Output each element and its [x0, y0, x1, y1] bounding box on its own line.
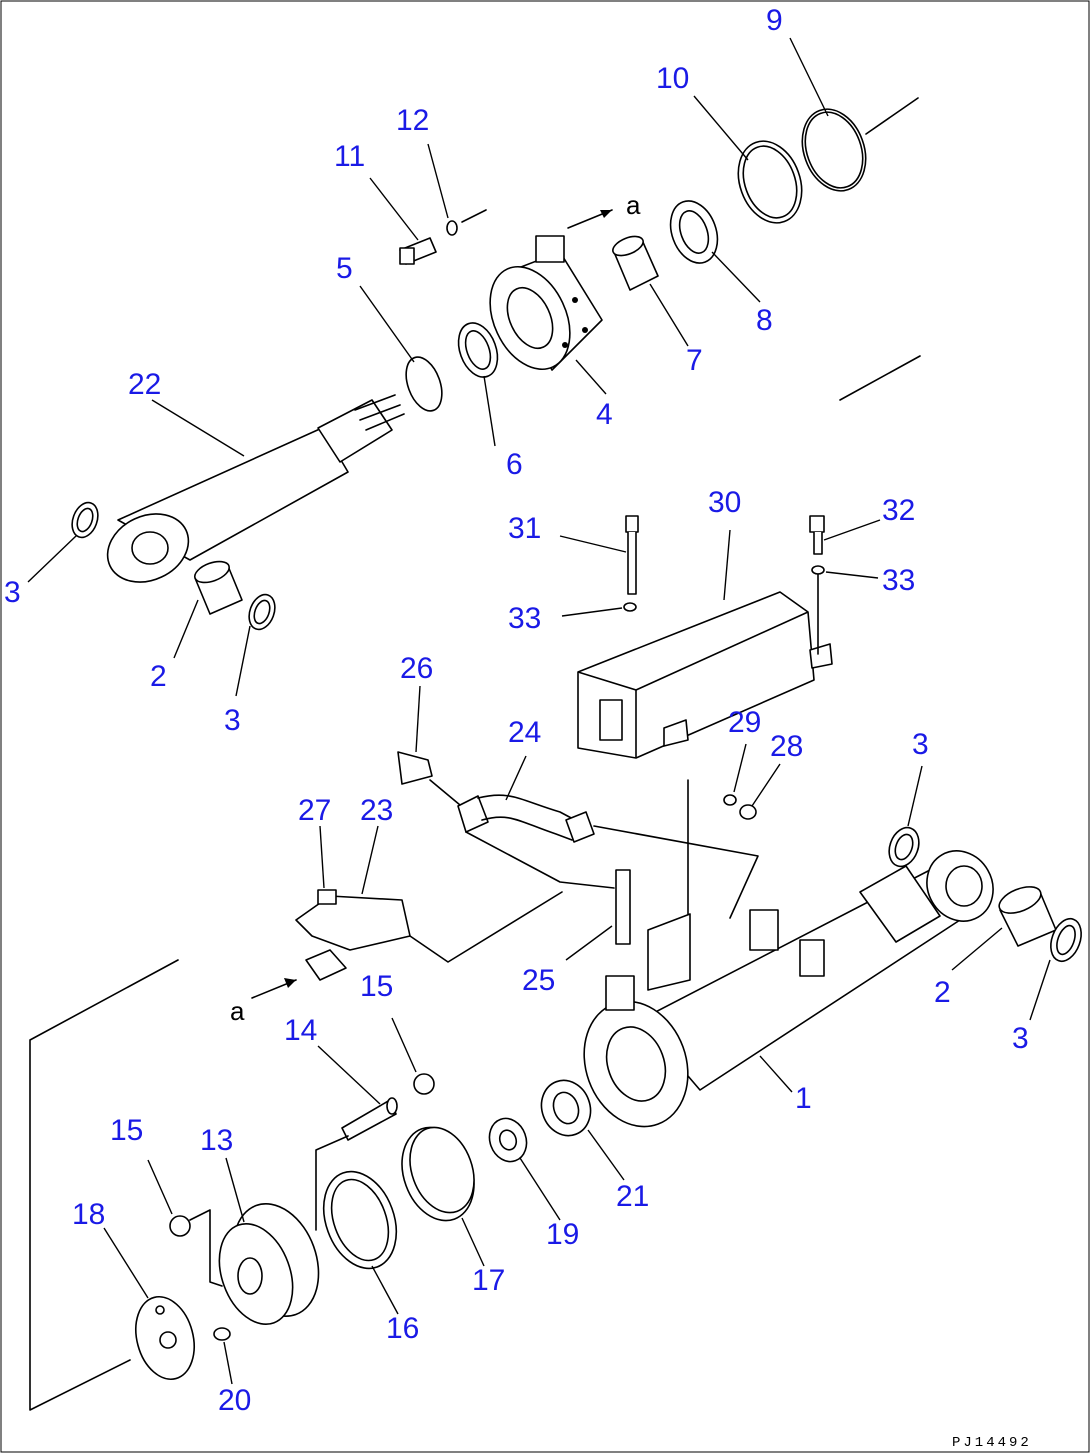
view-letter-upper: a [626, 190, 641, 220]
axis-line-bolt [461, 209, 487, 223]
cylinder-tube-1 [583, 850, 994, 1128]
callout-25: 25 [522, 964, 555, 997]
callout-13: 13 [200, 1124, 233, 1157]
callout-30: 30 [708, 486, 741, 519]
callout-18: 18 [72, 1198, 105, 1231]
callout-3-tube-right: 3 [1012, 1022, 1029, 1055]
callout-29: 29 [728, 706, 761, 739]
callout-16: 16 [386, 1312, 419, 1345]
piston-ring-16 [322, 1170, 398, 1270]
cylinder-head-4 [489, 235, 603, 371]
callout-2-tube: 2 [934, 976, 951, 1009]
callout-27: 27 [298, 794, 331, 827]
piston-rod-22 [106, 394, 405, 583]
bushing-2b [998, 886, 1057, 947]
bolt-11 [399, 237, 437, 265]
dust-seal-3a [71, 501, 99, 539]
bushing-2a [194, 560, 243, 615]
bolt-31 [625, 515, 639, 595]
callout-3-rod-right: 3 [224, 704, 241, 737]
callout-14: 14 [284, 1014, 317, 1047]
callout-28: 28 [770, 730, 803, 763]
callout-24: 24 [508, 716, 541, 749]
bushing-6 [457, 322, 499, 378]
callout-3-tube-top: 3 [912, 728, 929, 761]
callout-33-left: 33 [508, 602, 541, 635]
dust-seal-3c [888, 826, 920, 868]
plate-18 [135, 1295, 195, 1381]
callout-12: 12 [396, 104, 429, 137]
dust-seal-3b [248, 593, 276, 631]
plug-20 [213, 1327, 231, 1341]
callout-22: 22 [128, 368, 161, 401]
callout-1: 1 [795, 1082, 812, 1115]
arrow-head-upper [600, 210, 612, 218]
hose-23 [295, 891, 563, 981]
axis-line-mid-right [839, 355, 921, 401]
callout-8: 8 [756, 304, 773, 337]
plunger-14 [341, 1097, 398, 1141]
callout-2-rod: 2 [150, 660, 167, 693]
callout-5: 5 [336, 252, 353, 285]
snap-ring-5 [405, 356, 443, 412]
axis-line-plug [189, 1209, 223, 1287]
leader-lines [27, 37, 1051, 1385]
nut-21 [540, 1079, 592, 1137]
callout-26: 26 [400, 652, 433, 685]
fitting-27 [317, 889, 337, 905]
callout-3-rod-left: 3 [4, 576, 21, 609]
callout-23: 23 [360, 794, 393, 827]
guard-30 [577, 591, 833, 759]
axis-line-upper-right [865, 97, 919, 135]
bushing-7 [612, 235, 659, 291]
wear-ring-17 [401, 1126, 475, 1222]
callout-7: 7 [686, 344, 703, 377]
piston-13 [218, 1203, 320, 1326]
callout-17: 17 [472, 1264, 505, 1297]
callout-labels: 1 2 2 3 3 3 3 4 5 6 7 8 9 10 11 12 13 14… [4, 4, 1029, 1417]
plug-15a [413, 1073, 435, 1095]
packing-8 [669, 200, 719, 264]
plug-15b [169, 1215, 191, 1237]
dust-seal-3d [1050, 917, 1082, 963]
callout-31: 31 [508, 512, 541, 545]
bracket-line-left [29, 959, 179, 1411]
callout-32: 32 [882, 494, 915, 527]
axis-line-plunger [315, 1135, 349, 1231]
callout-20: 20 [218, 1384, 251, 1417]
callout-33-right: 33 [882, 564, 915, 597]
callout-11: 11 [334, 140, 365, 173]
o-ring-9 [801, 108, 867, 192]
callout-9: 9 [766, 4, 783, 37]
view-letter-lower: a [230, 996, 245, 1026]
callout-15-upper: 15 [360, 970, 393, 1003]
callout-6: 6 [506, 448, 523, 481]
arrow-head-lower [284, 978, 296, 988]
callout-15-lower: 15 [110, 1114, 143, 1147]
collar-19 [488, 1117, 528, 1163]
washer-12 [446, 220, 458, 236]
tube-24 [429, 779, 759, 919]
washer-33b [811, 565, 825, 575]
backup-ring-10 [737, 140, 803, 224]
callout-19: 19 [546, 1218, 579, 1251]
callout-10: 10 [656, 62, 689, 95]
washer-29 [723, 794, 737, 806]
document-id: PJ14492 [952, 1435, 1032, 1451]
nut-28 [739, 804, 757, 820]
hose-clamp-26 [397, 751, 433, 785]
callout-21: 21 [616, 1180, 649, 1213]
bolt-32 [809, 515, 825, 555]
callout-4: 4 [596, 398, 613, 431]
washer-33a [623, 602, 637, 612]
